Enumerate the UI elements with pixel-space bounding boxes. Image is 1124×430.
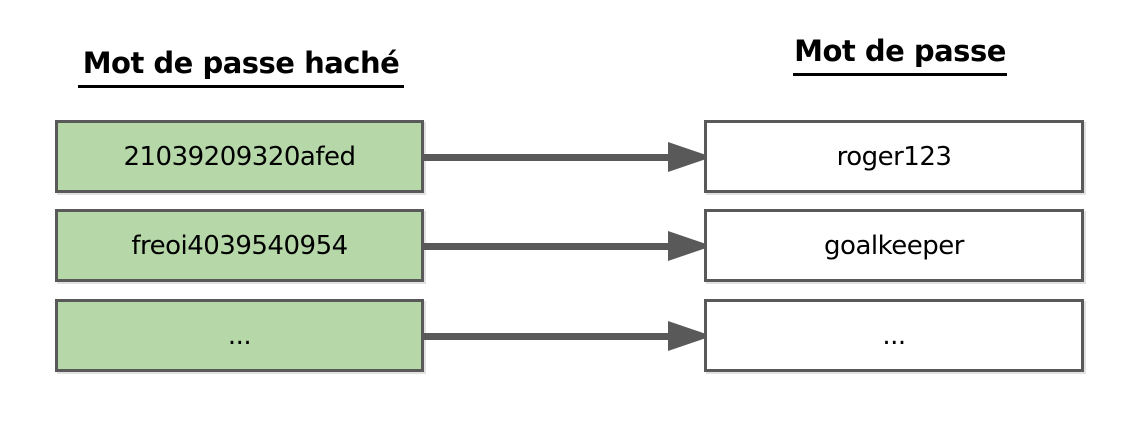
hashed-password-box: ... (55, 299, 424, 372)
hashed-password-box: freoi4039540954 (55, 209, 424, 282)
arrow-right-icon (423, 231, 712, 261)
password-column-header: Mot de passe (793, 34, 1007, 76)
arrow-right-icon (423, 142, 712, 172)
arrow-shaft (423, 243, 675, 250)
arrow-shaft (423, 154, 675, 161)
arrow-right-icon (423, 321, 712, 351)
hashed-password-box: 21039209320afed (55, 120, 424, 193)
arrow-shaft (423, 333, 675, 340)
plaintext-password-box: goalkeeper (704, 209, 1084, 282)
plaintext-password-box: ... (704, 299, 1084, 372)
plaintext-password-box: roger123 (704, 120, 1084, 193)
hashed-password-column-header: Mot de passe haché (78, 46, 404, 88)
